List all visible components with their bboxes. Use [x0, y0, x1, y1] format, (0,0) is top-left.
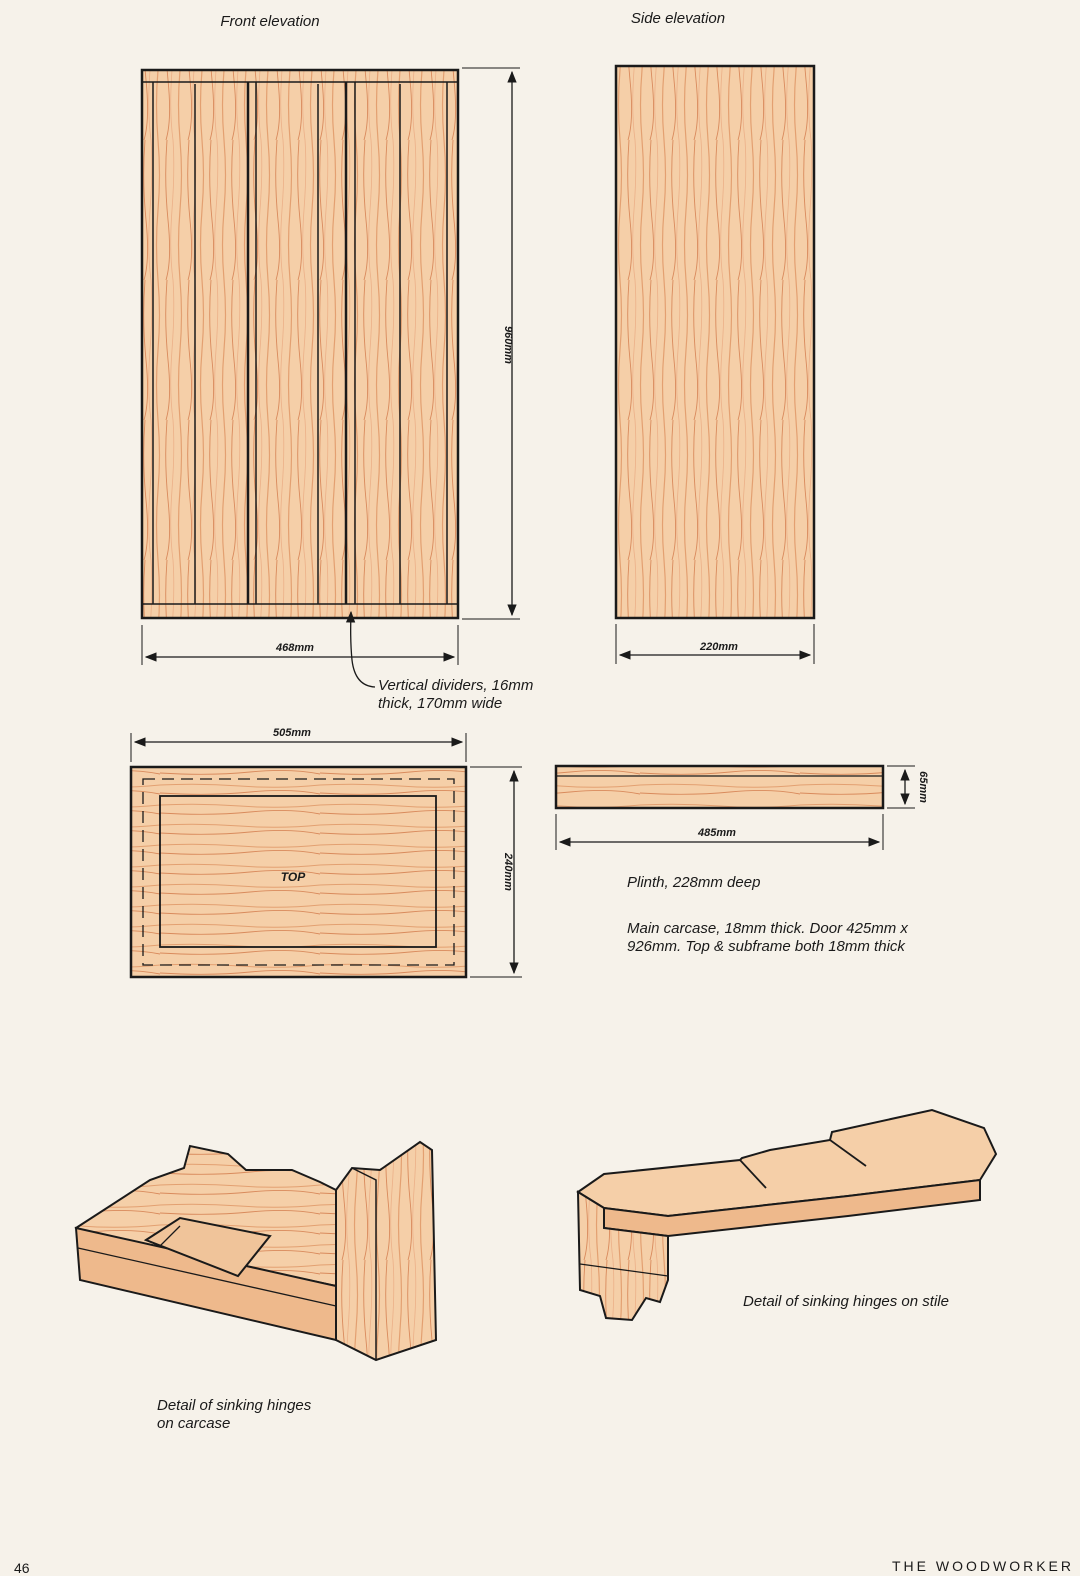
- magazine-title: THE WOODWORKER: [892, 1558, 1074, 1574]
- carcase-note-line1: Main carcase, 18mm thick. Door 425mm x: [627, 920, 908, 937]
- dimension-top-width: 505mm: [130, 727, 467, 762]
- top-plan: TOP: [129, 765, 468, 979]
- front-elevation-title: Front elevation: [220, 13, 319, 30]
- top-label: TOP: [281, 870, 306, 884]
- dimension-top-depth: 240mm: [470, 766, 522, 978]
- dim-front-height-label: 960mm: [502, 326, 514, 364]
- dim-top-depth-label: 240mm: [502, 852, 514, 891]
- page-number: 46: [14, 1560, 30, 1576]
- carcase-detail-caption-line2: on carcase: [157, 1415, 230, 1432]
- dim-top-width-label: 505mm: [273, 727, 311, 739]
- dividers-note-line1: Vertical dividers, 16mm: [378, 677, 533, 694]
- dimension-side-width: 220mm: [615, 624, 815, 664]
- carcase-detail: [74, 1140, 438, 1362]
- dividers-note-line2: thick, 170mm wide: [378, 695, 502, 712]
- stile-detail-caption: Detail of sinking hinges on stile: [743, 1293, 949, 1310]
- stile-detail: [576, 1108, 998, 1322]
- front-elevation: [140, 68, 460, 620]
- side-elevation: [614, 64, 816, 620]
- dividers-callout: Vertical dividers, 16mm thick, 170mm wid…: [345, 610, 533, 712]
- plinth: [554, 764, 885, 810]
- dimension-front-height: 960mm: [462, 67, 520, 620]
- dimension-front-width: 468mm: [141, 625, 459, 665]
- side-elevation-title: Side elevation: [631, 10, 725, 27]
- carcase-detail-caption-line1: Detail of sinking hinges: [157, 1397, 312, 1414]
- dim-plinth-length-label: 485mm: [697, 827, 736, 839]
- dim-front-width-label: 468mm: [275, 642, 314, 654]
- dimension-plinth-length: 485mm: [555, 814, 884, 850]
- dim-side-width-label: 220mm: [699, 641, 738, 653]
- carcase-note-line2: 926mm. Top & subframe both 18mm thick: [627, 938, 906, 955]
- plinth-caption: Plinth, 228mm deep: [627, 874, 760, 891]
- dimension-plinth-height: 65mm: [887, 765, 929, 809]
- dim-plinth-height-label: 65mm: [917, 771, 929, 803]
